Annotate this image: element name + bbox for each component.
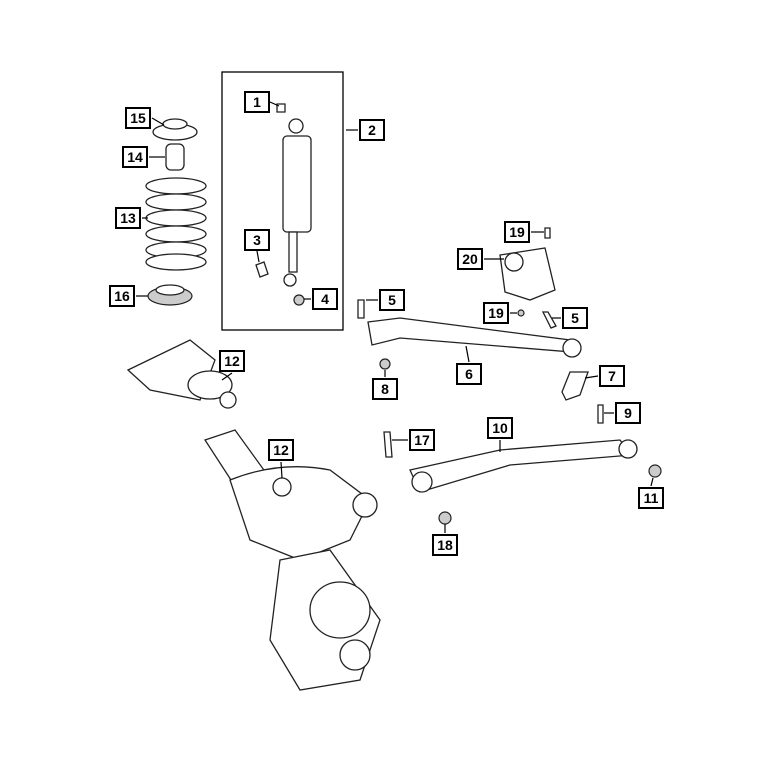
nut-8 (379, 358, 391, 370)
callout-7: 7 (599, 365, 625, 387)
nut-18 (438, 511, 452, 525)
callout-13: 13 (115, 207, 141, 229)
spring-isolator-16 (147, 284, 193, 306)
screw-19 (544, 227, 551, 239)
callout-5: 5 (562, 307, 588, 329)
nut-4 (293, 294, 305, 306)
bolt-5 (541, 311, 557, 329)
callout-18: 18 (432, 534, 458, 556)
callout-3: 3 (244, 229, 270, 251)
bracket-7 (561, 371, 589, 401)
callout-11: 11 (638, 487, 664, 509)
callout-19: 19 (504, 221, 530, 243)
nut-11 (648, 464, 662, 478)
lower-control-arm-10 (409, 439, 638, 493)
callout-4: 4 (312, 288, 338, 310)
callout-9: 9 (615, 402, 641, 424)
callout-2: 2 (359, 119, 385, 141)
leader-lines (136, 101, 654, 533)
callout-19: 19 (483, 302, 509, 324)
shock-group-frame (221, 71, 344, 331)
bolt-9 (597, 404, 604, 424)
callout-15: 15 (125, 107, 151, 129)
spring-mount-15 (152, 118, 198, 141)
front-axle (126, 339, 381, 691)
coil-spring-13 (145, 177, 207, 271)
jounce-bumper-14 (165, 143, 185, 171)
screw-19 (517, 309, 525, 317)
shock-absorber (282, 118, 312, 287)
callout-14: 14 (122, 146, 148, 168)
callout-10: 10 (487, 417, 513, 439)
bolt-3 (255, 261, 269, 278)
callout-1: 1 (244, 91, 270, 113)
bolt-5 (357, 299, 365, 319)
upper-control-arm-6 (367, 317, 582, 358)
callout-5: 5 (379, 289, 405, 311)
callout-12: 12 (268, 439, 294, 461)
callout-12: 12 (219, 350, 245, 372)
callout-16: 16 (109, 285, 135, 307)
callout-6: 6 (456, 363, 482, 385)
bolt-17 (383, 431, 393, 458)
callout-20: 20 (457, 248, 483, 270)
callout-17: 17 (409, 429, 435, 451)
callout-8: 8 (372, 378, 398, 400)
